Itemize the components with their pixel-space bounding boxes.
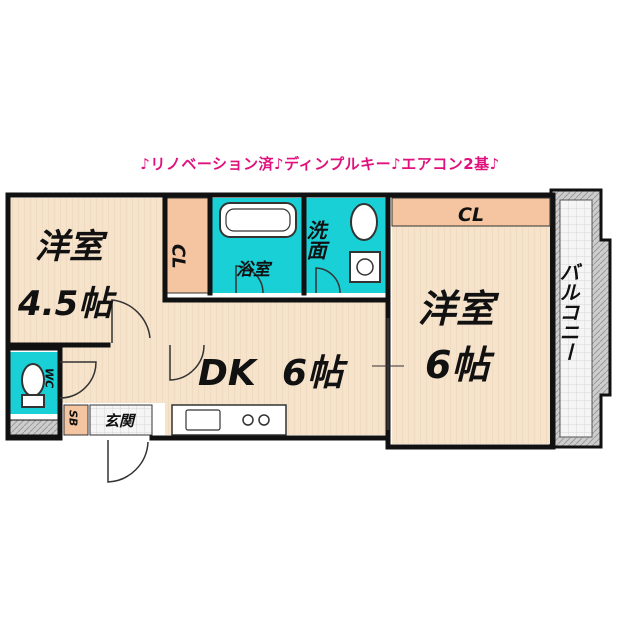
toilet-label: WC: [43, 368, 56, 388]
shoebox-label: SB: [67, 410, 80, 426]
entrance: [89, 404, 153, 436]
bathroom-label: 浴室: [236, 260, 273, 280]
washing-machine-icon: [349, 251, 381, 283]
kitchen-counter: [171, 404, 287, 436]
washroom-label: 洗面: [302, 220, 327, 260]
features-banner: ♪リノベーション済♪ディンプルキー♪エアコン2基♪: [140, 155, 500, 173]
closet-left: [165, 197, 211, 294]
closet-left-label: CL: [168, 244, 189, 269]
stove-icon: [242, 414, 254, 426]
western-room-large: [392, 198, 550, 444]
closet-right: [391, 197, 551, 227]
western-large-name: 洋室: [418, 287, 500, 331]
western-small-size: 4.5帖: [17, 284, 117, 324]
dk-size: 6帖: [282, 353, 349, 394]
washbasin-icon: [350, 203, 378, 241]
shoebox: [63, 404, 89, 436]
toilet-floor-strip: [9, 419, 61, 436]
bathtub-icon: [219, 202, 297, 238]
walls: [5, 192, 556, 450]
balcony-label: バルコニー: [556, 262, 580, 362]
western-room-small: [10, 198, 165, 343]
balcony: [549, 188, 612, 449]
doors: [59, 265, 404, 483]
toilet-icon: [21, 363, 45, 397]
entrance-label: 玄関: [104, 412, 137, 430]
closet-right-label: CL: [458, 204, 484, 226]
western-large-size: 6帖: [425, 343, 495, 387]
sink-icon: [185, 409, 221, 431]
dk-label: DK: [198, 353, 259, 394]
western-small-name: 洋室: [35, 227, 108, 267]
